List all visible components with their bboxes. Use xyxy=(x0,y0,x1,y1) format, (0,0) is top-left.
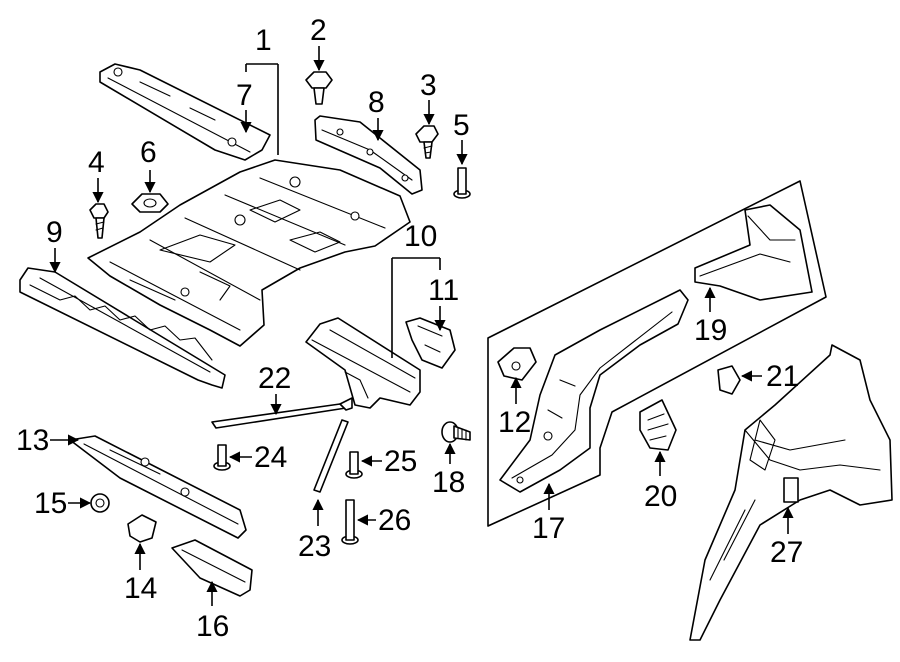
leader-1 xyxy=(245,63,279,155)
part-1-rear-floor-pan xyxy=(87,159,411,347)
part-20-bracket xyxy=(639,399,677,451)
part-8-reinforcement xyxy=(314,115,423,195)
callout-13: 13 xyxy=(16,424,49,457)
part-5-stud xyxy=(453,167,471,199)
callout-5: 5 xyxy=(453,109,470,142)
part-12-bracket xyxy=(497,347,537,381)
part-16-rail-extension xyxy=(171,539,253,597)
callout-10: 10 xyxy=(404,220,437,253)
part-15-clip xyxy=(90,493,110,513)
callout-27: 27 xyxy=(770,536,803,569)
callout-8: 8 xyxy=(368,86,385,119)
callout-12: 12 xyxy=(498,406,531,439)
callout-16: 16 xyxy=(196,610,229,643)
part-27-wheelhouse xyxy=(689,344,893,641)
callout-25: 25 xyxy=(384,445,417,478)
callout-11: 11 xyxy=(428,274,459,307)
callout-2: 2 xyxy=(310,14,327,47)
part-25-stud xyxy=(345,451,363,479)
part-10-rear-cross-member xyxy=(305,317,421,409)
part-19-bracket xyxy=(694,204,813,301)
callout-15: 15 xyxy=(34,487,67,520)
part-4-bolt xyxy=(89,203,109,239)
callout-6: 6 xyxy=(140,136,157,169)
callout-4: 4 xyxy=(88,146,105,179)
part-18-bolt xyxy=(441,421,471,443)
callout-18: 18 xyxy=(432,466,465,499)
part-22-trim-strip xyxy=(211,397,353,429)
part-13-side-rail xyxy=(69,435,247,539)
callout-14: 14 xyxy=(124,572,157,605)
callout-26: 26 xyxy=(378,504,411,537)
callout-21: 21 xyxy=(766,360,799,393)
leader-10 xyxy=(391,257,441,358)
part-2-bolt xyxy=(305,71,333,105)
callout-23: 23 xyxy=(298,530,331,563)
part-11-bracket xyxy=(405,317,456,369)
part-6-nut-plate xyxy=(131,193,169,213)
callout-9: 9 xyxy=(46,216,63,249)
callout-17: 17 xyxy=(532,512,565,545)
callout-24: 24 xyxy=(254,441,287,474)
callout-1: 1 xyxy=(255,24,272,57)
part-14-grommet xyxy=(127,514,157,543)
callout-22: 22 xyxy=(258,362,291,395)
part-21-clip xyxy=(717,365,741,395)
part-9-floor-cross-bar xyxy=(19,267,226,389)
part-7-cross-member xyxy=(99,63,271,161)
callout-3: 3 xyxy=(420,69,437,102)
callout-19: 19 xyxy=(694,314,727,347)
part-3-bolt xyxy=(415,125,439,159)
part-26-stud xyxy=(341,499,359,545)
part-23-trim-strip xyxy=(313,419,349,493)
callout-20: 20 xyxy=(644,480,677,513)
callout-7: 7 xyxy=(236,79,253,112)
part-24-stud xyxy=(213,444,231,471)
part-17-rear-rail xyxy=(499,289,689,493)
